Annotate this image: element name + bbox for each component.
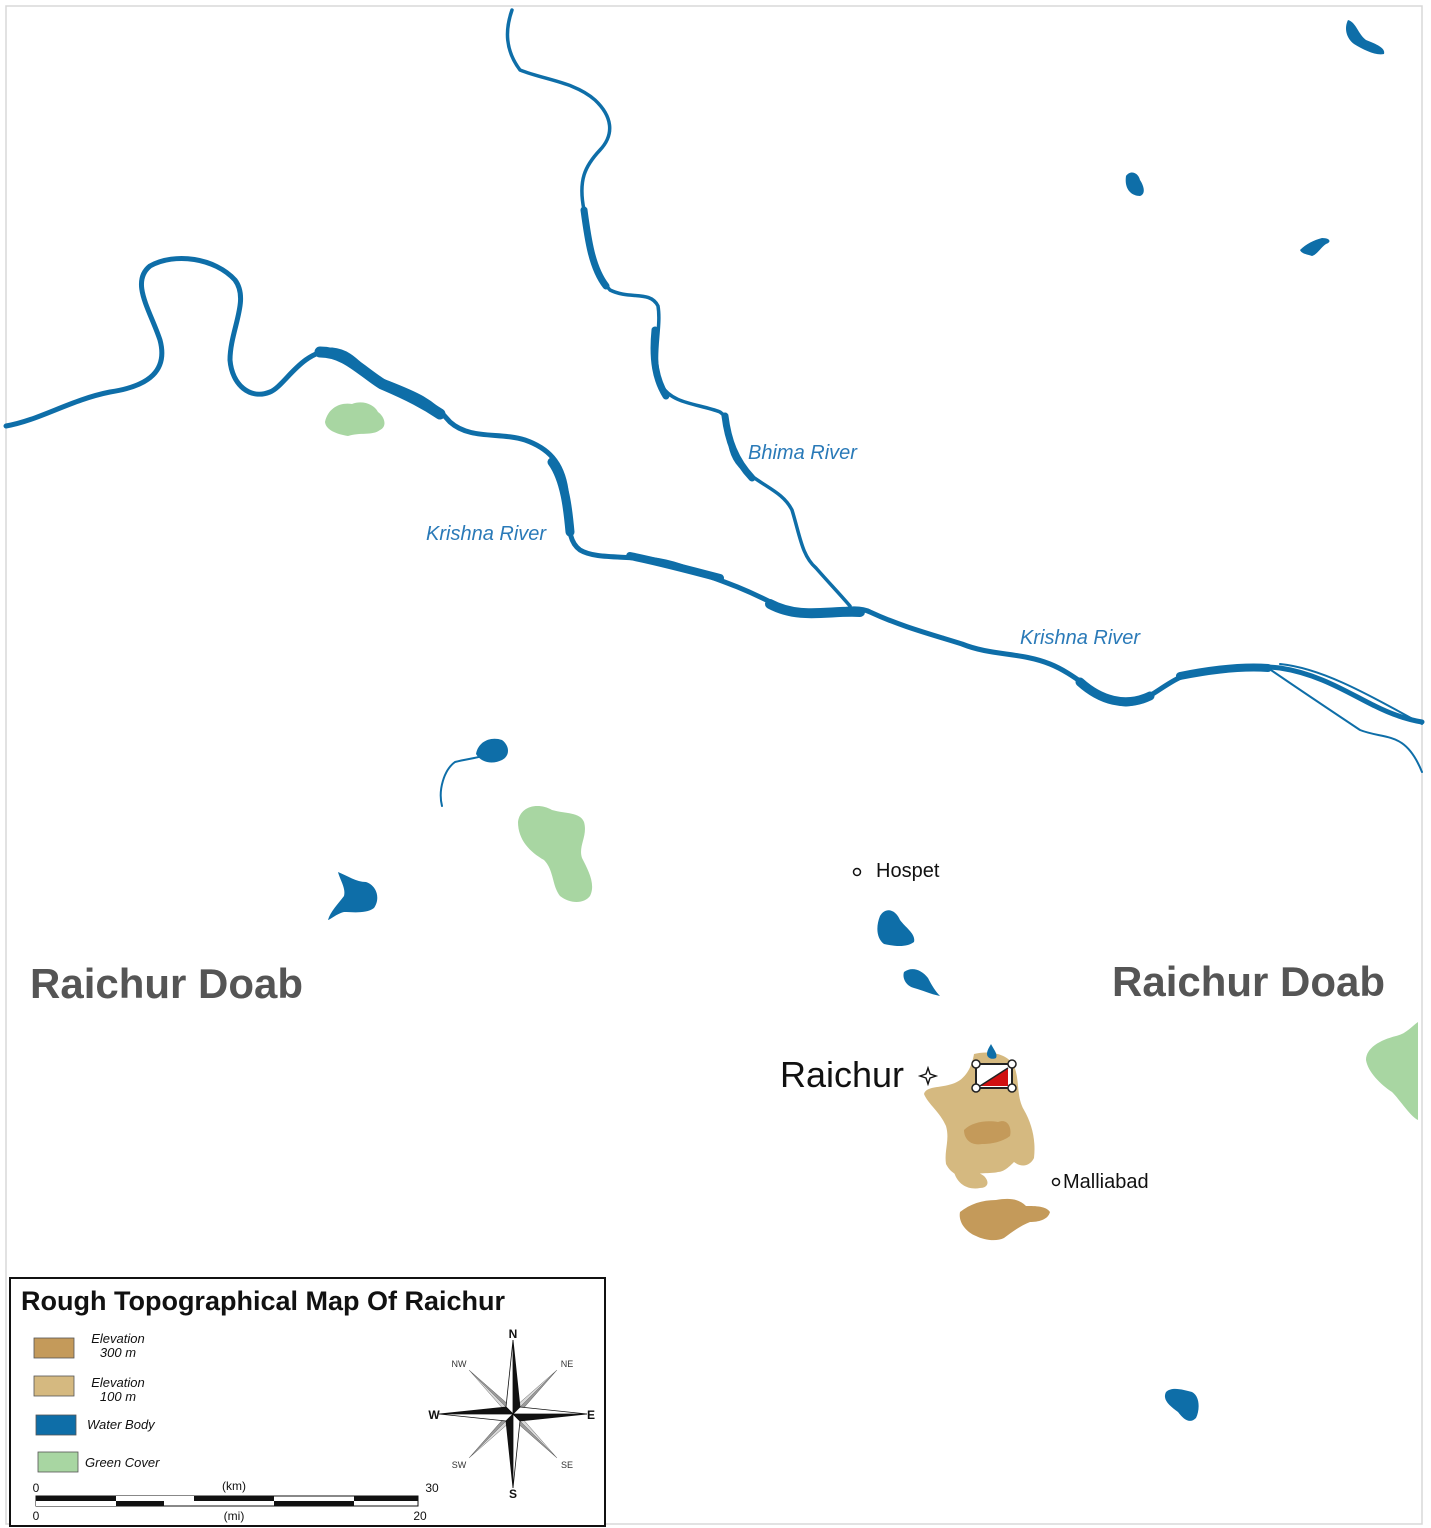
bhima-river-course: [505, 8, 852, 608]
compass-south: S: [509, 1487, 517, 1501]
river-label-krishna-east: Krishna River: [1020, 627, 1141, 649]
bhima-river-wide-section: [580, 206, 610, 290]
scale-km-unit: (km): [222, 1479, 246, 1493]
compass-north: N: [509, 1327, 518, 1341]
map-frame: [5, 5, 1423, 1525]
green-cover-areas: [325, 402, 1418, 1120]
raichur-star-marker: [917, 1065, 939, 1087]
krishna-river-wide-section: [314, 346, 446, 420]
legend-title: Rough Topographical Map Of Raichur: [21, 1286, 505, 1316]
legend-panel: Rough Topographical Map Of Raichur Eleva…: [9, 1277, 606, 1527]
scale-km-start: 0: [33, 1481, 40, 1495]
water-body: [877, 910, 915, 946]
water-bodies: [328, 20, 1385, 1421]
compass-southwest: SW: [452, 1460, 467, 1470]
legend-swatch-green: [37, 1451, 79, 1473]
place-label-hospet: Hospet: [876, 860, 940, 882]
compass-southeast: SE: [561, 1460, 573, 1470]
krishna-river-wide-section: [626, 552, 724, 582]
krishna-river-wide-section: [765, 599, 865, 619]
krishna-river-branch: [1279, 663, 1423, 725]
bhima-river-wide-section: [650, 326, 670, 400]
place-label-raichur: Raichur: [780, 1054, 904, 1095]
place-label-malliabad: Malliabad: [1063, 1171, 1149, 1193]
legend-label-elev-100-line1: Elevation: [91, 1375, 144, 1390]
legend-label-elev-300-line1: Elevation: [91, 1331, 144, 1346]
krishna-river-wide-section: [547, 457, 575, 537]
legend-swatch-water: [35, 1414, 77, 1436]
malliabad-marker: [1051, 1177, 1061, 1187]
scale-mi-start: 0: [33, 1509, 40, 1523]
compass-northwest: NW: [452, 1359, 467, 1369]
scale-bar: (km) 0 30 (mi) 0 20: [33, 1479, 439, 1523]
green-cover-patch: [325, 402, 385, 436]
water-body: [476, 738, 508, 763]
bhima-river-wide-section: [721, 412, 756, 482]
legend-swatch-elev-300: [33, 1337, 75, 1359]
hospet-marker: [852, 867, 862, 877]
river-label-krishna: Krishna River: [426, 523, 547, 545]
compass-rose: N S E W NE NW SE SW: [428, 1327, 595, 1501]
elevation-300m-area: [964, 1121, 1011, 1145]
water-body: [1300, 238, 1330, 256]
region-label-west: Raichur Doab: [30, 960, 303, 1007]
water-drop-marker: [987, 1044, 997, 1059]
water-body: [1346, 20, 1385, 55]
legend-label-water: Water Body: [87, 1417, 156, 1432]
water-body: [1125, 172, 1144, 196]
legend-label-elev-100-line2: 100 m: [100, 1389, 136, 1404]
river-label-bhima: Bhima River: [748, 442, 858, 464]
compass-west: W: [428, 1408, 440, 1422]
scale-mi-unit: (mi): [224, 1509, 245, 1523]
river-network: [3, 8, 1425, 807]
green-cover-patch: [1366, 1022, 1418, 1120]
legend-label-green: Green Cover: [85, 1455, 160, 1470]
legend-swatch-elev-100: [33, 1375, 75, 1397]
scale-mi-end: 20: [413, 1509, 427, 1523]
compass-northeast: NE: [561, 1359, 574, 1369]
krishna-river-wide-section: [1176, 663, 1272, 680]
water-body: [903, 969, 940, 996]
region-label-east: Raichur Doab: [1112, 958, 1385, 1005]
compass-east: E: [587, 1408, 595, 1422]
krishna-river-wide-section: [1075, 677, 1155, 707]
legend-label-elev-300-line2: 300 m: [100, 1345, 136, 1360]
water-body: [328, 872, 378, 920]
krishna-river-branch: [1267, 667, 1423, 773]
scale-km-end: 30: [425, 1481, 439, 1495]
raichur-fort-icon: [971, 1059, 1017, 1093]
green-cover-patch: [518, 806, 593, 902]
elevation-300m-area: [959, 1198, 1050, 1241]
elevation-100m-area: [954, 1169, 988, 1189]
water-body: [1164, 1388, 1199, 1421]
